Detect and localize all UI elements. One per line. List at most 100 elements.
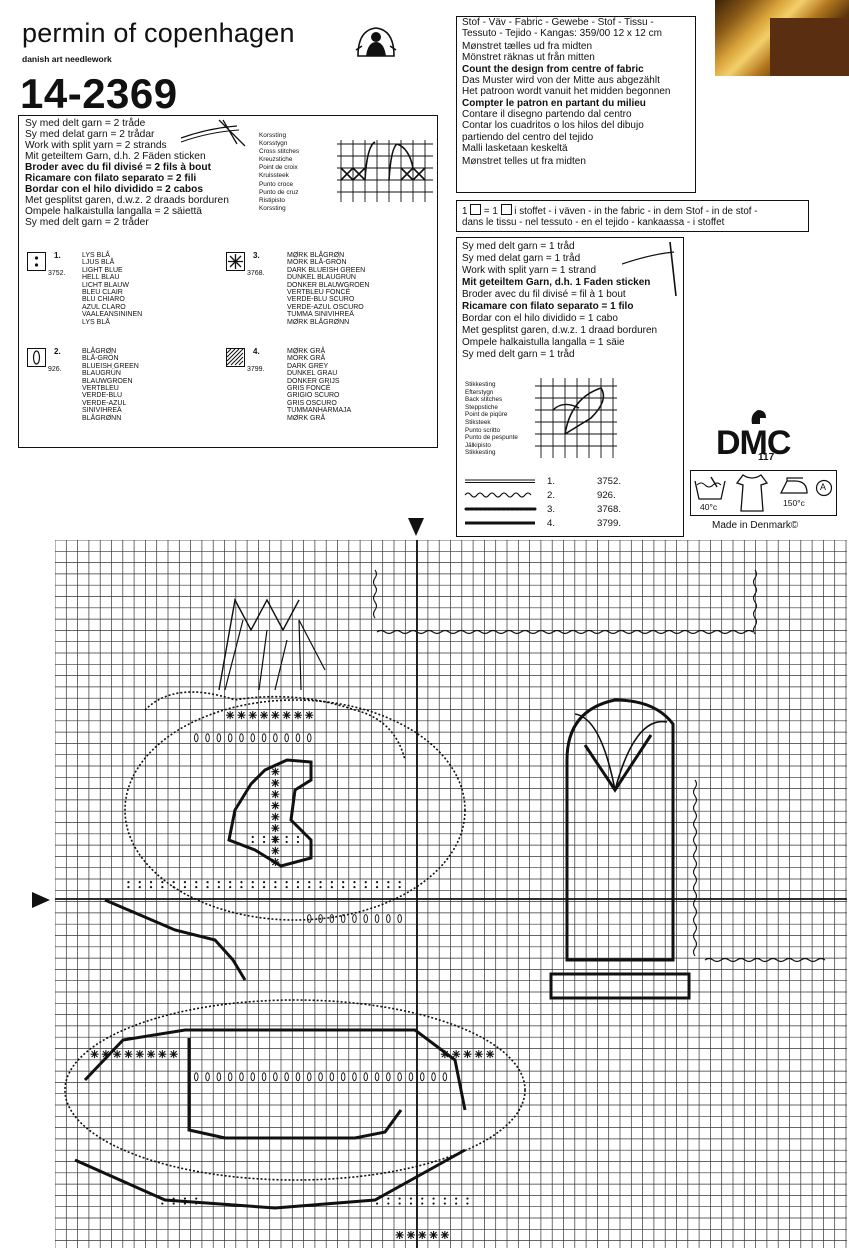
stitch-symbol-dots [421,1202,424,1205]
stitch-symbol-star [463,1050,472,1059]
stitch-symbol-dots [285,835,288,839]
stitch-symbol-star [271,835,280,844]
stitch-symbol-dots [251,881,254,884]
stitch-symbol-star [282,711,291,720]
instruction-line: Broder avec du fil divisé = fil à 1 bout [462,289,626,300]
stitch-symbol-dots [217,886,220,889]
symbol-dots [27,252,46,271]
stitch-symbol-oval [352,1072,357,1082]
stitch-symbol-dots [296,840,300,844]
grid-square-icon [470,204,482,215]
stitch-symbol-dots [375,881,379,884]
stitch-symbol-oval [273,733,278,743]
stitch-symbol-dots [229,886,232,889]
instruction-line: Work with split yarn = 2 strands [25,140,167,151]
lang-line: Tessuto - Tejido - Kangas: 359/00 12 x 1… [462,28,662,39]
lang-line: partiendo del centro del tejido [462,132,594,143]
instruction-line: Ricamare con filato separato = 2 fili [25,173,197,184]
lang-line: Contar los cuadritos o los hilos del dib… [462,120,644,131]
legend-code: 3768. [597,504,622,515]
instruction-line: Sy med delt garn = 2 tråde [25,118,146,129]
stitch-symbol-star [293,711,302,720]
legend-num: 1. [547,476,556,487]
stitch-symbol-dots [195,886,198,889]
stitch-symbol-oval [250,1072,255,1082]
stitch-symbol-star [90,1050,99,1059]
stitch-symbol-dots [229,881,232,884]
instruction-line: Sy med delat garn = 2 trådar [25,129,155,140]
fabric-count-box: 1 = 1 i stoffet - i väven - in the fabri… [456,200,809,232]
brand-name: permin of copenhagen [22,18,295,48]
stitch-symbol-dots [387,1197,390,1200]
instruction-line: Ompele halkaistulla langalla = 2 säiettä [25,206,202,217]
stitch-symbol-dots [409,1197,413,1200]
stitch-symbol-dots [138,886,141,889]
lang-line: Count the design from centre of fabric [462,64,644,75]
stitch-symbol-star [124,1050,133,1059]
stitch-symbol-dots [387,1202,390,1205]
stitch-symbol-oval [239,1072,244,1082]
stitch-symbol-dots [364,881,367,884]
cross-stitch-names: Korsstíng Korsstygn Cross stitches Kreuz… [259,132,300,212]
stitch-symbol-star [271,846,280,855]
stitch-symbol-dots [161,1197,164,1200]
stitch-symbol-oval [340,1072,346,1082]
stitch-symbol-dots [398,1197,401,1200]
backstitch-line-styles [464,479,537,525]
stitch-symbol-dots [296,835,300,839]
stitch-symbol-star [452,1050,461,1059]
stitch-symbol-oval [420,1072,425,1082]
stitch-symbol-star [429,1230,438,1239]
stitch-symbol-dots [172,881,175,884]
stitch-symbol-dots [206,881,209,884]
stitch-symbol-dots [217,881,220,884]
stitch-symbol-star [113,1050,122,1059]
stitch-symbol-dots [262,835,266,839]
stitch-symbol-oval [295,733,301,743]
stitch-symbol-dots [398,881,401,884]
stitch-symbol-oval [216,1072,222,1082]
stitch-symbol-oval [306,733,312,743]
stitch-symbol-oval [193,1072,199,1082]
stitch-symbol-star [248,711,257,720]
stitch-symbol-dots [161,1202,164,1205]
stitch-symbol-dots [183,881,187,884]
legend-num: 4. [547,518,556,529]
stitch-symbol-dots [353,881,356,884]
lang-line: Das Muster wird von der Mitte aus abgezä… [462,75,660,86]
stitch-symbol-dots [206,886,209,889]
stitch-symbol-oval [363,1072,369,1082]
stitch-symbol-dots [183,1197,187,1200]
stitch-symbol-dots [387,881,390,884]
stitch-symbol-star [271,801,280,810]
stitch-symbol-star [474,1050,483,1059]
stitch-symbol-oval [250,733,255,743]
stitch-symbol-dots [443,1202,446,1205]
stitch-symbol-oval [306,1072,312,1082]
stitch-symbol-star [406,1230,415,1239]
stitch-symbol-star [271,812,280,821]
stitch-symbol-dots [466,1202,469,1205]
stitch-symbol-dots [455,1202,458,1205]
stitch-symbol-dots [285,881,288,884]
stitch-symbol-dots [161,886,164,889]
stitch-symbol-dots [251,835,254,839]
lang-line: Mønstret telles ut fra midten [462,156,586,167]
needle-icon [622,242,677,297]
stitch-symbol-dots [127,886,130,889]
needle-icon [180,119,246,147]
lang-line: Stof - Väv - Fabric - Gewebe - Stof - Ti… [462,17,654,28]
instruction-line: Bordar con el hilo dividido = 2 cabos [25,184,204,195]
iron-temp: 150°c [783,498,805,508]
stitch-symbol-dots [262,886,266,889]
stitch-symbol-oval [295,1072,301,1082]
instruction-line: Sy med delt garn = 1 tråd [462,349,575,360]
stitch-symbol-dots [172,1202,175,1205]
stitch-symbol-star [271,790,280,799]
care-symbols-box: 40°c 150°c A [690,470,837,516]
stitch-symbol-oval [284,1072,289,1082]
stitch-symbol-oval [431,1072,436,1082]
instruction-line: Met gesplitst garen, d.w.z. 1 draad bord… [462,325,658,336]
stitch-symbol-oval [397,1072,402,1082]
instruction-line: Mit geteiltem Garn, d.h. 2 Fäden sticken [25,151,206,162]
